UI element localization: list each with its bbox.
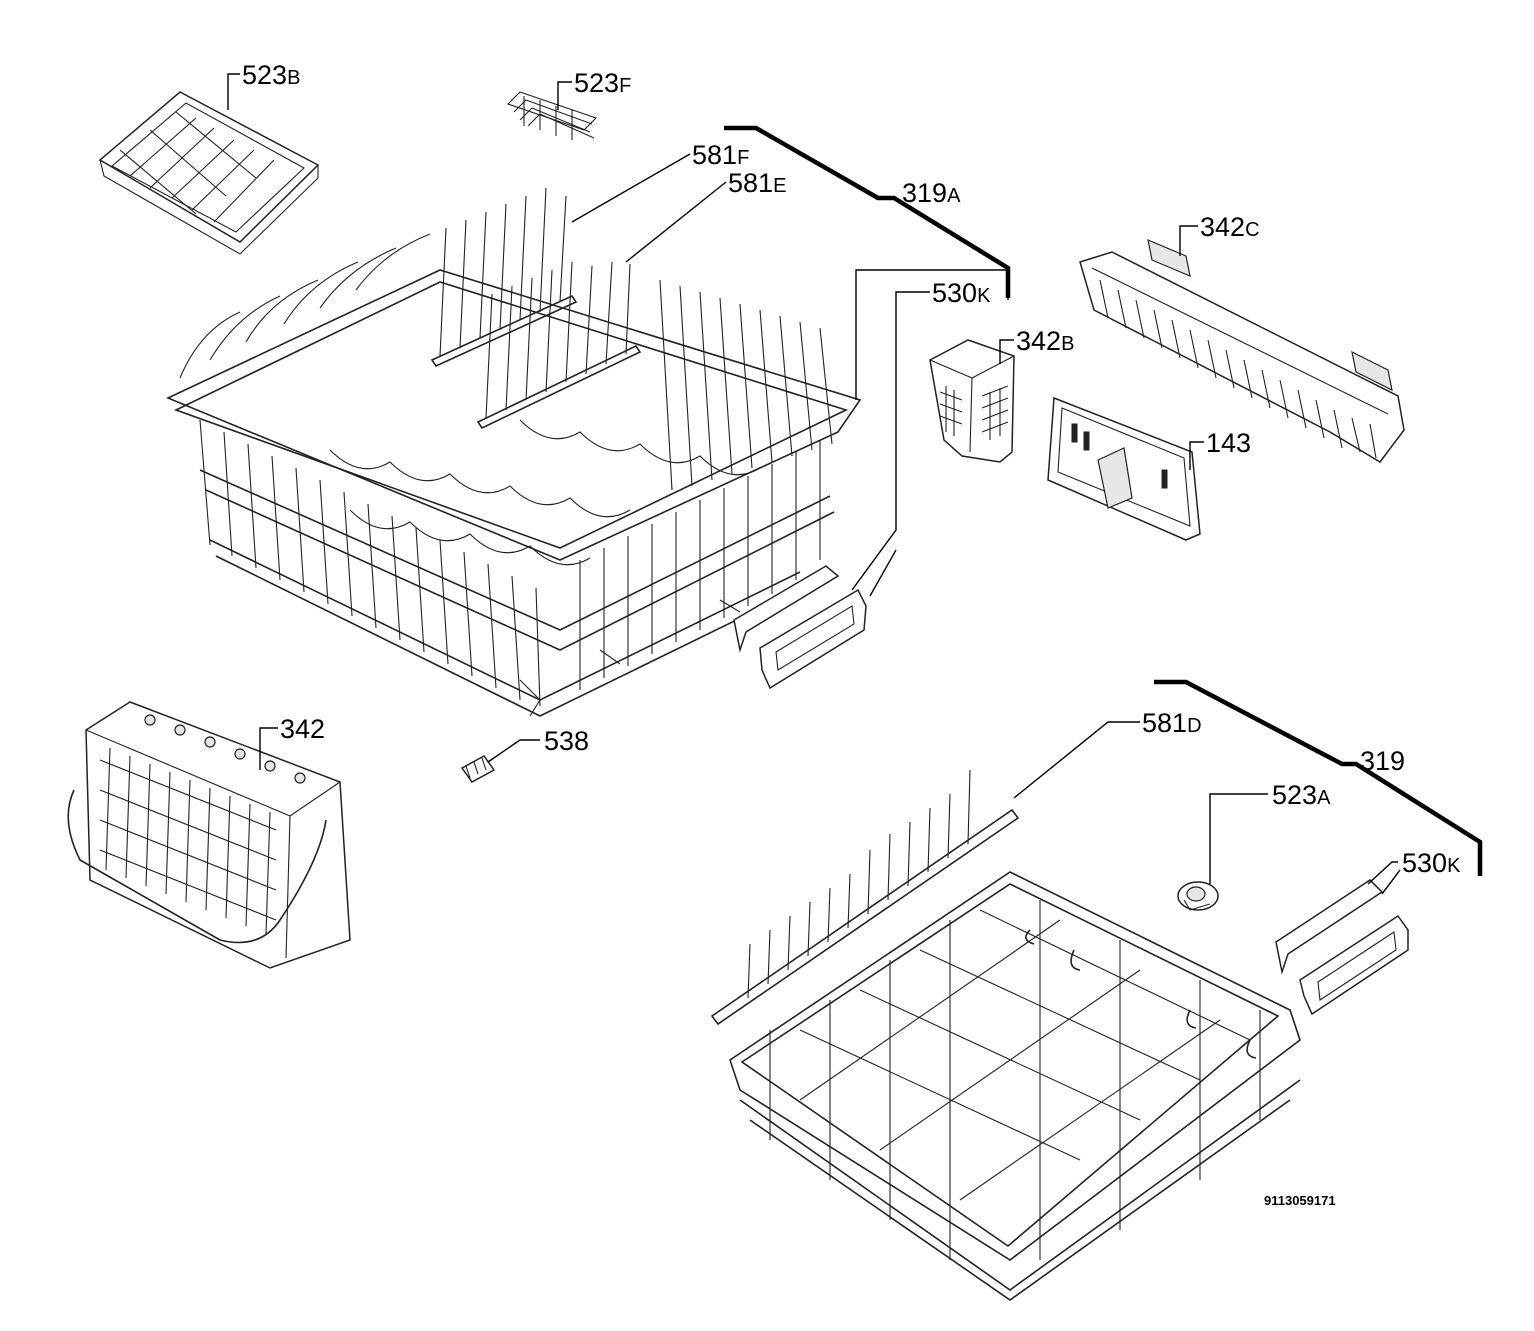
bracket-143	[1047, 396, 1201, 541]
wheel-523A	[1177, 881, 1219, 911]
label-342B: 342B	[1016, 326, 1074, 356]
label-523F: 523F	[574, 68, 631, 98]
catalog-number: 9113059171	[1264, 1193, 1336, 1208]
label-523A: 523A	[1272, 780, 1331, 810]
part-labels: 523B 523F 581F 581E 319A 342C 530K 342B …	[242, 60, 1461, 1208]
label-319A: 319A	[902, 178, 961, 208]
pad-530K-top	[733, 565, 867, 690]
tine-row-581D	[710, 769, 1020, 1026]
label-319: 319	[1360, 746, 1405, 776]
lower-basket	[729, 871, 1301, 1301]
upper-basket	[166, 233, 862, 717]
label-143: 143	[1206, 428, 1251, 458]
leader-lines	[227, 73, 1401, 895]
cup-rack-523B	[98, 91, 320, 255]
label-581E: 581E	[728, 168, 786, 198]
label-530K-bottom: 530K	[1402, 848, 1461, 878]
label-538: 538	[544, 726, 589, 756]
label-342: 342	[280, 714, 325, 744]
roller-538	[460, 755, 496, 783]
cutlery-basket-342B	[929, 339, 1015, 463]
label-581F: 581F	[692, 140, 749, 170]
label-523B: 523B	[242, 60, 300, 90]
pad-530K-bottom	[1275, 879, 1409, 1016]
label-530K-top: 530K	[932, 278, 991, 308]
side-basket-342C	[1079, 239, 1405, 463]
group-brackets	[724, 125, 1483, 876]
tine-row-581F	[430, 187, 578, 368]
label-342C: 342C	[1200, 212, 1260, 242]
cutlery-basket-342	[67, 701, 351, 969]
clips-523F	[506, 91, 598, 140]
tine-row-581E	[476, 261, 642, 430]
label-581D: 581D	[1142, 708, 1202, 738]
